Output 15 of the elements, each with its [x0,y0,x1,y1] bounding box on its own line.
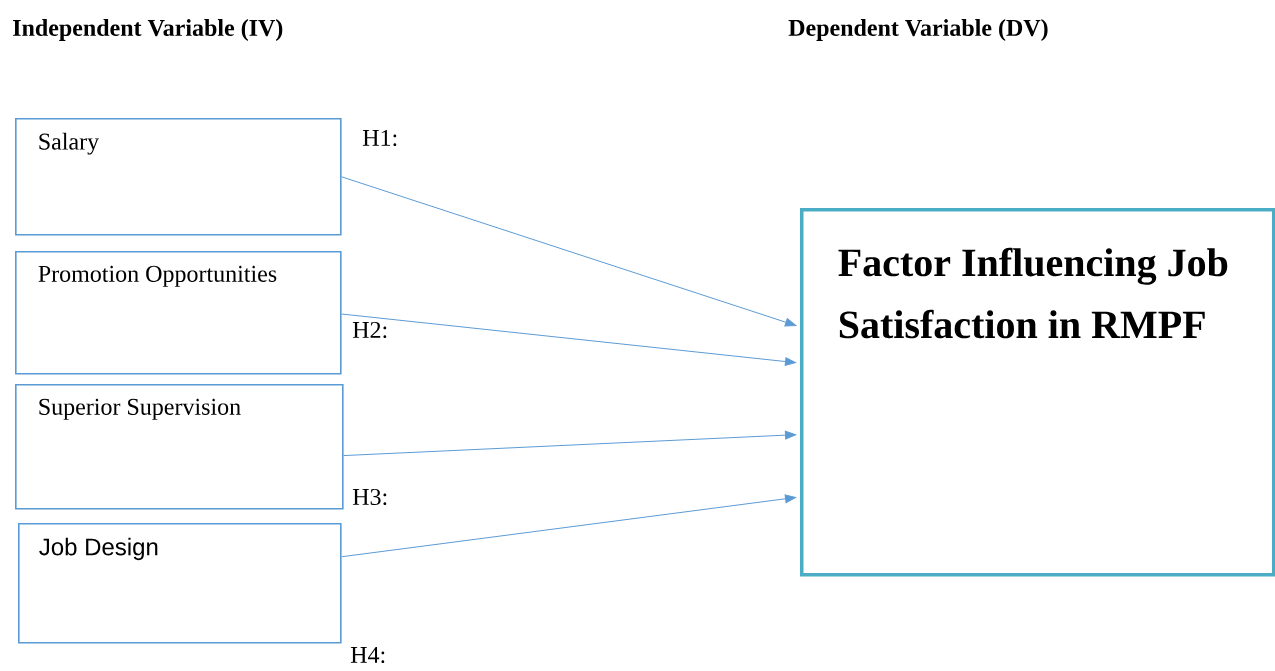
hypothesis-label: H1: [362,129,397,147]
dependent-variable-box: Factor Influencing Job Satisfaction in RMPF [800,208,1275,577]
arrow [341,494,797,558]
section-heading: Dependent Variable (DV) [788,19,1048,41]
variable-box: Job Design [18,523,342,644]
hypothesis-label: H3: [352,488,387,506]
arrow [341,313,797,366]
variable-box: Salary [15,118,342,236]
variable-box: Superior Supervision [15,384,344,510]
arrow [341,176,797,327]
arrow [343,430,797,457]
hypothesis-label: H4: [350,646,385,664]
section-heading: Independent Variable (IV) [13,19,283,41]
hypothesis-label: H2: [352,321,387,339]
variable-box: Promotion Opportunities [15,251,342,375]
